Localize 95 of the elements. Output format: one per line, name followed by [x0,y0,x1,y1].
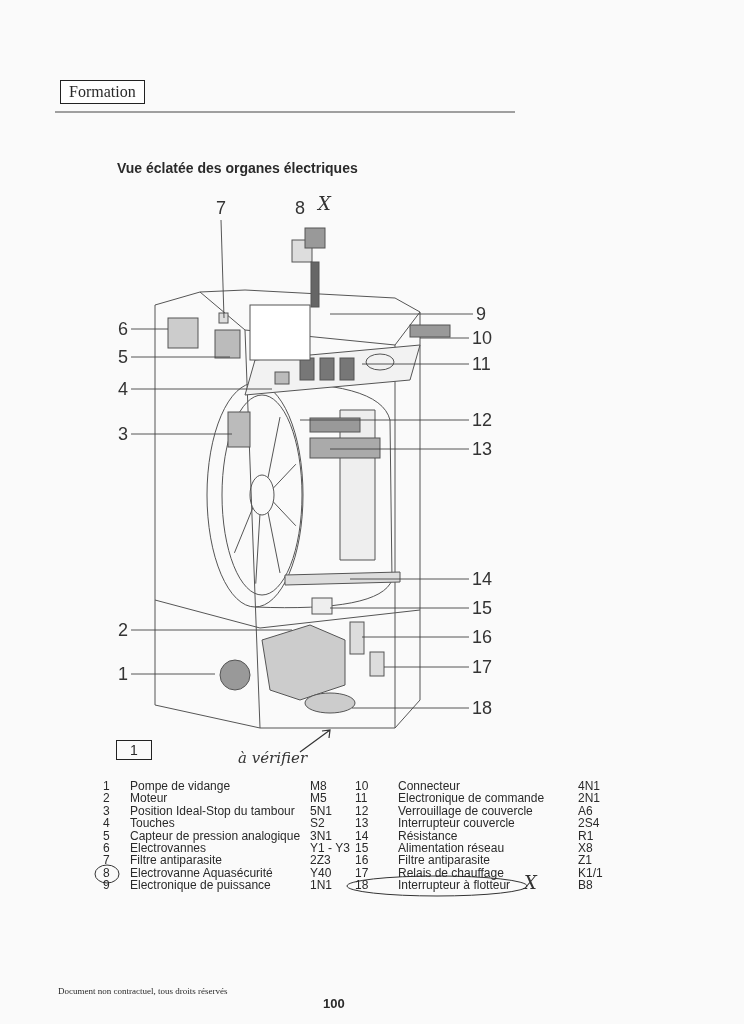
table-text: Position Ideal-Stop du tambour [130,804,295,818]
header-box: Formation [60,80,145,104]
leader-line [329,607,470,609]
callout-number: 15 [472,598,493,618]
table-text: Moteur [130,792,168,806]
table-text: Touches [130,817,175,831]
callout-number: 8 [295,198,305,218]
leader-line [130,388,273,390]
table-text: Capteur de pression analogique [130,829,301,843]
table-number: 2 [103,792,110,806]
table-text: Interrupteur à flotteur [398,879,511,893]
table-number: 11 [355,792,368,806]
table-code: 2S4 [578,817,600,831]
callout-number: 11 [472,354,491,374]
leader-line [361,363,470,365]
callout-number: 7 [216,198,226,218]
callout-number: 18 [472,698,493,718]
callout-number: 16 [472,627,493,647]
leader-line [329,448,470,450]
table-code: A6 [578,804,593,818]
handwritten-note: à vérifier [238,752,308,765]
callout-number: 6 [118,319,128,339]
table-text: Electrovanne Aquasécurité [130,866,273,880]
table-code: K1/1 [578,866,603,880]
callout-number: 10 [472,328,493,348]
leader-line [383,666,470,668]
table-text: Electronique de commande [398,792,545,806]
table-number: 17 [355,866,369,880]
table-text: Interrupteur couvercle [398,817,515,831]
table-text: Alimentation réseau [398,842,505,855]
table-code: 5N1 [310,804,332,818]
table-code: M8 [310,780,327,793]
table-code: M5 [310,792,327,806]
page-number: 100 [323,997,345,1010]
table-code: 4N1 [578,780,600,793]
table-code: 2Z3 [310,854,331,868]
leader-line [329,313,474,315]
table-code: Y1 - Y3 [310,842,350,855]
table-text: Pompe de vidange [130,780,231,793]
table-code: 1N1 [310,879,332,893]
leader-line [130,328,169,330]
callout-number: 9 [476,304,486,324]
callout-number: 17 [472,657,493,677]
callout-number: 3 [118,424,128,444]
table-number: 5 [103,829,110,843]
table-text: Connecteur [398,780,461,793]
table-text: Filtre antiparasite [130,854,223,868]
table-code: 3N1 [310,829,332,843]
table-number: 12 [355,804,369,818]
table-code: 2N1 [578,792,600,806]
table-code: Y40 [310,866,332,880]
table-text: Résistance [398,829,458,843]
callout-number: 5 [118,347,128,367]
leader-line [299,419,470,421]
table-number: 16 [355,854,369,868]
table-number: 7 [103,854,110,868]
callout-number: 14 [472,569,493,589]
leader-line [419,337,470,339]
table-number: 1 [103,780,110,793]
table-text: Electronique de puissance [130,879,271,893]
diagram-title: Vue éclatée des organes électriques [117,162,358,175]
table-code: S2 [310,817,325,831]
table-number: 18 [355,879,369,893]
leader-line [351,707,470,709]
table-number: 8 [103,866,110,880]
table-code: B8 [578,879,593,893]
callout-number: 12 [472,410,493,430]
leader-line [220,219,225,319]
table-code: X8 [578,842,593,855]
callout-number: 2 [118,620,128,640]
table-code: Z1 [578,854,592,868]
table-number: 10 [355,780,369,793]
table-number: 14 [355,829,369,843]
leader-line [130,433,233,435]
hand-mark: X [318,197,331,210]
leader-line [361,636,470,638]
table-text: Verrouillage de couvercle [398,804,533,818]
callout-number: 4 [118,379,128,399]
figure-number-box: 1 [116,740,152,760]
leader-line [130,673,216,675]
table-text: Electrovannes [130,842,207,855]
table-number: 4 [103,817,110,831]
table-text: Filtre antiparasite [398,854,491,868]
leader-line [349,578,470,580]
table-code: R1 [578,829,594,843]
table-number: 3 [103,804,110,818]
leader-line [130,629,293,631]
leader-line [130,356,231,358]
callout-number: 13 [472,439,493,459]
hand-mark: X [524,876,537,889]
callout-number: 1 [118,664,128,684]
table-number: 6 [103,842,110,855]
table-number: 15 [355,842,369,855]
footer-note: Document non contractuel, tous droits réservés [58,985,228,998]
table-number: 13 [355,817,369,831]
